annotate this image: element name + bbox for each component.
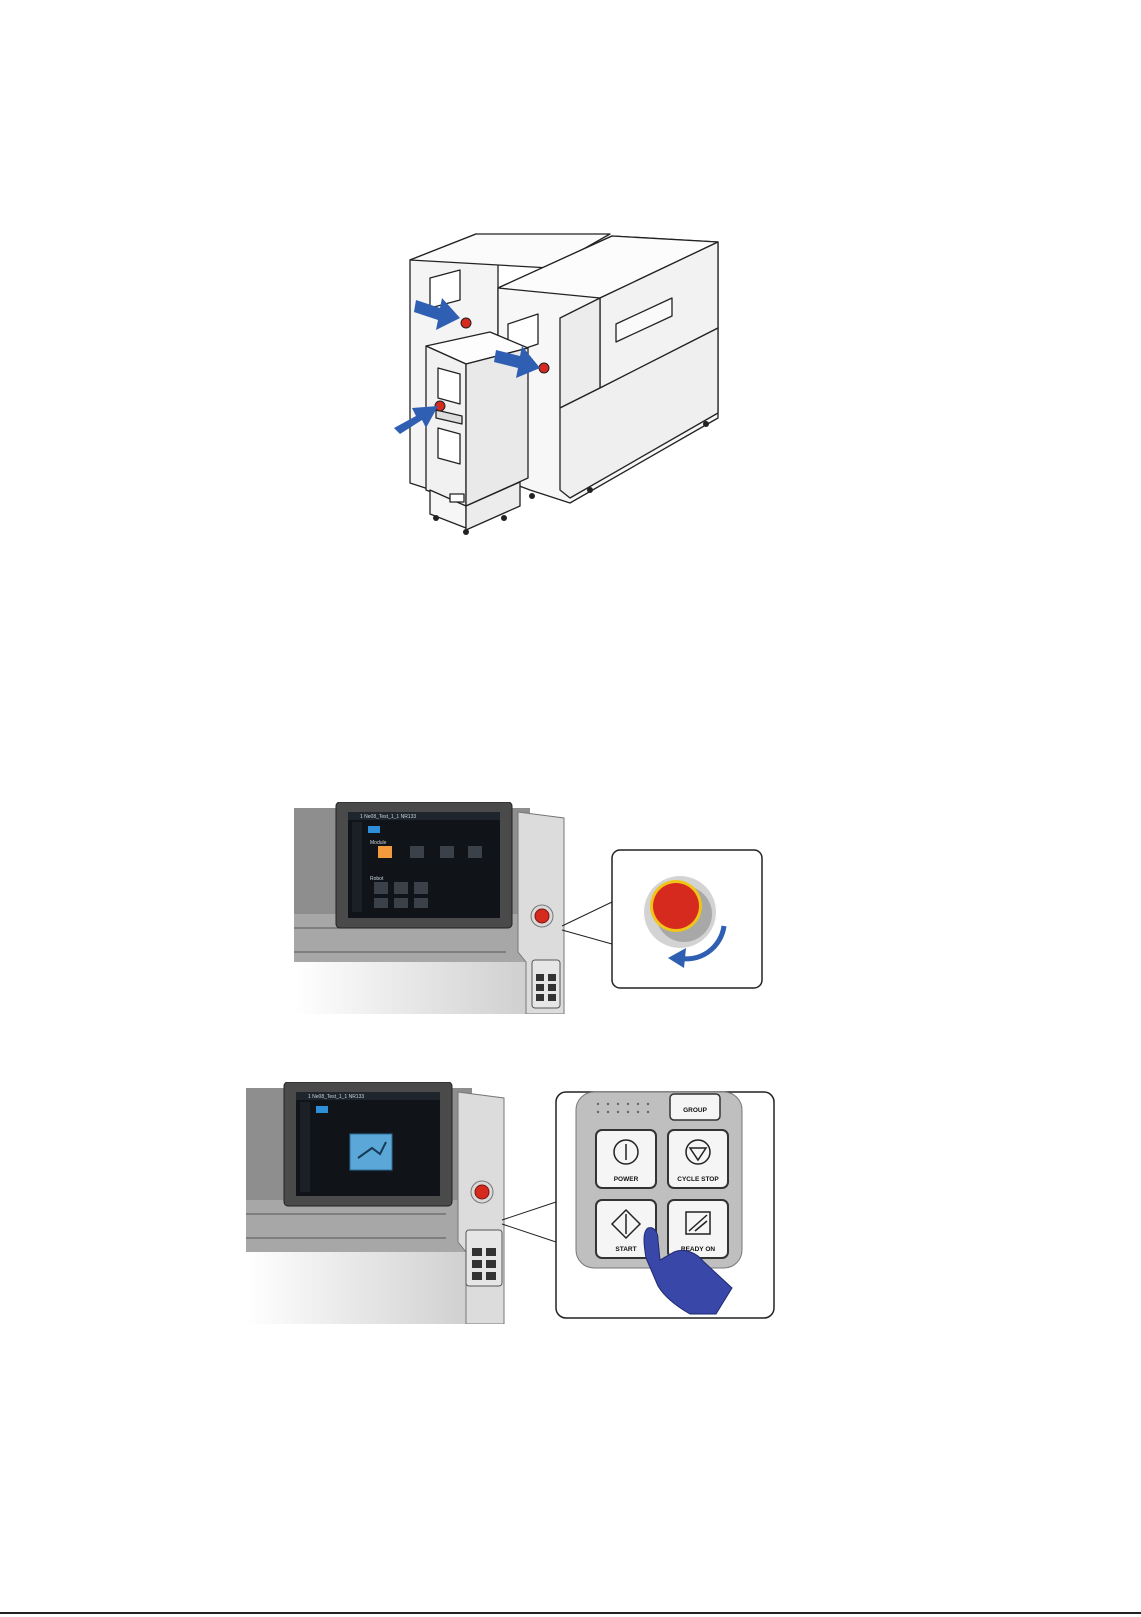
screen-title-bar: 1 Ne08_Test_1_1 NR133 [308, 1094, 364, 1100]
section-module-label: Module [370, 840, 387, 846]
estop-button-small[interactable] [535, 909, 549, 923]
power-label: POWER [614, 1176, 639, 1183]
estop-button-large[interactable] [653, 883, 699, 929]
start-ready-icon [350, 1134, 392, 1170]
module-tile[interactable] [378, 846, 392, 858]
estop-dot-1 [461, 318, 471, 328]
page-bottom-rule [0, 1612, 1141, 1614]
estop-dot-3 [435, 401, 445, 411]
emergency-stop-figure: 1 Ne08_Test_1_1 NR133 Module Robot [294, 802, 768, 1014]
screen-title-bar: 1 Ne08_Test_1_1 NR133 [360, 814, 416, 820]
estop-dot-2 [539, 363, 549, 373]
section-robot-label: Robot [370, 876, 384, 882]
estop-button-small[interactable] [475, 1185, 489, 1199]
group-label: GROUP [683, 1107, 708, 1114]
start-label: START [615, 1246, 636, 1253]
machine-overview-figure [380, 228, 740, 550]
cycle-stop-label: CYCLE STOP [677, 1176, 719, 1183]
start-button-figure: 1 Ne08_Test_1_1 NR133 GROUP POWER CYCLE … [246, 1082, 778, 1324]
